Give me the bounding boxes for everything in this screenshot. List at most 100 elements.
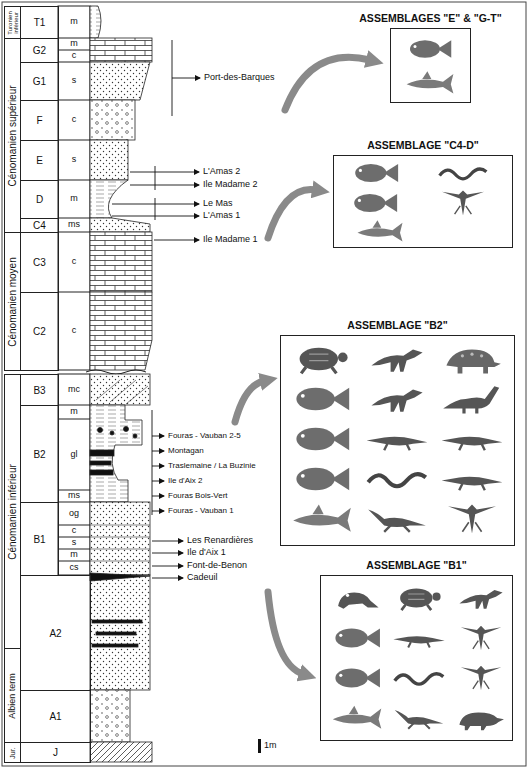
lithology-code: mc xyxy=(58,385,90,395)
locality-name: Cadeuil xyxy=(187,573,218,583)
locality-name: Traslemaine / La Buzinie xyxy=(168,462,256,471)
stratigraphic-log xyxy=(90,218,150,232)
unit-cell: A2 xyxy=(20,575,91,691)
fossil-silhouettes xyxy=(442,477,503,490)
unit-code: C4 xyxy=(33,220,46,231)
locality-name: Ile d'Aix 2 xyxy=(168,477,202,486)
locality-leaders xyxy=(152,496,164,497)
stage-name: Jur. xyxy=(9,744,16,761)
fossil-silhouettes xyxy=(461,626,502,650)
fossil-silhouettes xyxy=(371,389,422,411)
fossil-silhouettes xyxy=(443,386,499,413)
locality-leaders xyxy=(152,541,183,542)
fossil-silhouettes xyxy=(442,190,484,215)
unit-code: F xyxy=(36,115,42,126)
stratigraphic-log xyxy=(90,573,150,581)
unit-cell: J xyxy=(20,742,91,763)
unit-code: J xyxy=(53,747,58,758)
stratigraphic-log xyxy=(90,502,150,575)
locality-name: Ile Madame 1 xyxy=(203,235,258,245)
fossil-silhouettes xyxy=(293,505,351,532)
fossil-silhouettes xyxy=(459,590,502,609)
locality-leaders xyxy=(152,410,153,515)
unit-cell: C2 xyxy=(20,292,59,371)
stratigraphic-log xyxy=(90,742,152,762)
stage-band: Cénomanien supérieur xyxy=(4,38,21,233)
locality-name: Font-de-Benon xyxy=(187,561,247,571)
stratigraphic-log xyxy=(96,380,148,404)
stratigraphic-log xyxy=(86,6,152,762)
stage-band: Jur. xyxy=(4,742,21,763)
stratigraphic-log xyxy=(90,405,142,502)
fossil-silhouettes xyxy=(293,40,504,730)
fossil-silhouettes xyxy=(300,348,348,374)
stratigraphic-log xyxy=(86,370,146,374)
lithology-code: m xyxy=(58,407,90,417)
stratigraphic-log xyxy=(98,428,103,433)
unit-cell: G2 xyxy=(20,38,59,63)
locality-leaders xyxy=(172,78,200,79)
stratigraphic-log xyxy=(90,575,150,690)
lithology-code: s xyxy=(58,76,90,86)
locality-leaders xyxy=(130,185,199,186)
unit-code: T1 xyxy=(34,17,46,28)
lithology-cells xyxy=(58,6,90,575)
assemblage-box: ASSEMBLAGES "E" & "G-T" xyxy=(390,28,471,103)
stratigraphic-log xyxy=(96,632,136,635)
unit-code: A2 xyxy=(49,628,61,639)
stratigraphic-log xyxy=(90,38,152,62)
stratigraphic-log xyxy=(90,461,111,465)
stratigraphic-log xyxy=(90,292,152,370)
unit-code: G2 xyxy=(33,45,46,56)
locality-name: Montagan xyxy=(168,447,204,456)
lithology-code: c xyxy=(58,115,90,125)
unit-cell: B3 xyxy=(20,374,59,406)
unit-code: E xyxy=(36,155,43,166)
locality-name: Port-des-Barques xyxy=(204,73,275,83)
stratigraphic-log xyxy=(90,6,101,38)
unit-code: A1 xyxy=(49,711,61,722)
locality-leaders xyxy=(152,466,164,467)
locality-leaders xyxy=(152,436,164,437)
fossil-silhouettes xyxy=(400,589,441,611)
fossil-silhouettes xyxy=(354,194,397,212)
lithology-code: c xyxy=(58,326,90,336)
lithology-code: m xyxy=(58,550,90,560)
unit-cell: A1 xyxy=(20,690,91,743)
stratigraphic-log xyxy=(110,431,114,435)
locality-leaders xyxy=(152,451,164,452)
fossil-silhouettes xyxy=(335,669,380,688)
lithology-code: c xyxy=(58,526,90,536)
locality-leaders xyxy=(155,166,156,190)
unit-cell: E xyxy=(20,140,59,181)
fossil-silhouettes xyxy=(296,388,349,410)
stratigraphic-log xyxy=(90,100,135,140)
assemblage-heading: ASSEMBLAGE "C4-D" xyxy=(367,139,478,151)
fossil-silhouettes xyxy=(335,629,380,648)
unit-code: G1 xyxy=(33,76,46,87)
assemblage-heading: ASSEMBLAGE "B1" xyxy=(366,559,466,571)
stratigraphic-log xyxy=(90,232,152,292)
stratigraphic-log xyxy=(90,62,150,100)
assemblage-arrows xyxy=(235,381,264,422)
unit-cell: T1 xyxy=(20,6,59,39)
locality-name: Le Mas xyxy=(203,199,233,209)
unit-cell: D xyxy=(20,180,59,219)
locality-name: Fouras Bois-Vert xyxy=(168,492,228,501)
stage-band: Albien term xyxy=(4,648,21,743)
lithology-code: m xyxy=(58,39,90,49)
lithology-code: s xyxy=(58,538,90,548)
locality-leaders xyxy=(112,204,199,205)
stage-name: Cénomanien inférieur xyxy=(7,376,18,647)
stratigraphic-log xyxy=(133,434,137,438)
locality-name: L'Amas 2 xyxy=(203,167,240,177)
unit-cell: F xyxy=(20,100,59,141)
fossil-silhouettes xyxy=(461,666,502,690)
stratigraphic-log xyxy=(90,470,113,475)
fossil-silhouettes xyxy=(448,505,496,534)
locality-leaders xyxy=(154,240,199,241)
fossil-silhouettes xyxy=(410,40,451,58)
locality-leaders xyxy=(155,198,156,220)
assemblage-heading: ASSEMBLAGES "E" & "G-T" xyxy=(359,12,501,24)
